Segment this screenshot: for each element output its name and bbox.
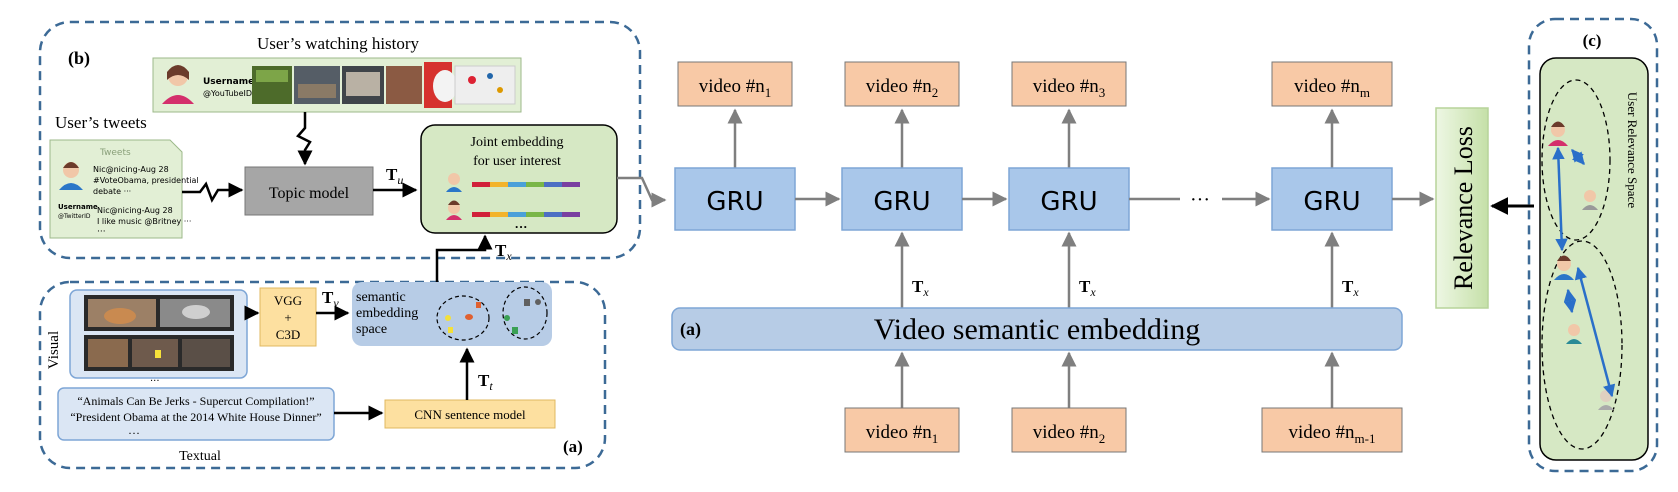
output-video-2-label: video #n2 [866, 76, 938, 100]
gru-ellipsis: ··· [1190, 189, 1210, 211]
tx-label-2: Tx [912, 277, 929, 299]
video-title-1: “Animals Can Be Jerks - Supercut Compila… [77, 394, 314, 408]
user-relevance-space-label: User Relevance Space [1625, 92, 1640, 208]
tx-left-label: Tx [495, 241, 512, 263]
tt-label: Tt [478, 371, 493, 393]
watching-history-strip: Username @YouTubeID [152, 57, 522, 113]
output-video-3-label: video #n3 [1033, 76, 1105, 100]
panel-a-right-label: (a) [680, 319, 701, 340]
topic-model-box [244, 166, 374, 216]
input-video-m-1 [1261, 407, 1403, 453]
tweet1-line2: debate ··· [93, 187, 131, 196]
joint-title-line2: for user interest [473, 154, 561, 169]
relevance-user-icon-1 [1548, 121, 1568, 146]
panel-b: (b) User’s watching history Username @Yo… [38, 20, 642, 260]
vgg-c3d-box [259, 287, 317, 347]
gru-chain: video #n1 video #n2 video #n3 video #nm … [617, 61, 1534, 453]
embedding-bar-1 [472, 182, 580, 187]
panel-c-label: (c) [1583, 31, 1602, 50]
semantic-line3: space [356, 322, 387, 337]
frames-more: ··· [150, 376, 160, 387]
relevance-loss-box [1435, 107, 1489, 309]
input-video-2-label: video #n2 [1033, 422, 1105, 446]
tweets-header: Tweets [99, 148, 131, 158]
tweet-user-icon [59, 162, 83, 190]
visual-label: Visual [46, 331, 62, 369]
panel-a-left-label: (a) [563, 437, 583, 456]
user-icon-male [446, 173, 462, 192]
tx-label-m: Tx [1342, 277, 1359, 299]
tv-label: Tv [322, 288, 339, 310]
tu-label: Tu [386, 165, 403, 187]
joint-more: ··· [514, 219, 527, 234]
video-frames-box: ··· [69, 289, 248, 387]
vgg-line3: C3D [276, 327, 301, 342]
output-video-3 [1011, 61, 1127, 107]
gru-cell-3-label: GRU [1040, 187, 1097, 217]
textual-label: Textual [179, 449, 221, 464]
output-video-m [1271, 61, 1393, 107]
tweets-more: ··· [97, 227, 106, 237]
video-semantic-embedding-label: Video semantic embedding [874, 313, 1200, 346]
tweets-title: User’s tweets [55, 113, 147, 132]
vgg-line2: + [284, 310, 291, 325]
tweet2-line1: I like music @Britney ··· [97, 217, 191, 226]
joint-title-line1: Joint embedding [471, 135, 564, 150]
user-icon-female [446, 200, 462, 220]
panel-c: (c) User Relevance Space [1527, 17, 1659, 473]
tweet1-author: Nic@nicing-Aug 28 [93, 165, 169, 174]
gru-cell-1-label: GRU [706, 187, 763, 217]
gru-cell-m-label: GRU [1303, 187, 1360, 217]
semantic-line2: embedding [356, 306, 418, 321]
embedding-bar-2 [472, 212, 580, 217]
input-video-1-label: video #n1 [866, 422, 938, 446]
watching-history-title: User’s watching history [257, 34, 420, 53]
video-titles-box: “Animals Can Be Jerks - Supercut Compila… [57, 387, 335, 441]
output-video-m-label: video #nm [1294, 76, 1370, 100]
output-video-1 [677, 61, 793, 107]
output-video-2 [844, 61, 960, 107]
input-video-2 [1011, 407, 1127, 453]
topic-model-label: Topic model [269, 185, 350, 202]
gru-cell-2-label: GRU [873, 187, 930, 217]
joint-embedding-box: Joint embedding for user interest [420, 124, 618, 234]
panel-b-label: (b) [68, 48, 90, 69]
vgg-line1: VGG [274, 293, 302, 308]
tweet2-author: Nic@nicing-Aug 28 [97, 206, 173, 215]
semantic-embedding-space: semantic embedding space [352, 282, 552, 346]
relevance-loss-label: Relevance Loss [1449, 126, 1478, 290]
input-video-1 [844, 407, 960, 453]
input-video-m-1-label: video #nm-1 [1289, 422, 1376, 446]
tweets-username: Username [58, 203, 98, 211]
cnn-sentence-box [384, 399, 556, 429]
joint-to-gru-arrow [617, 176, 667, 208]
history-to-topic-arrow [295, 112, 313, 166]
gru-cell-2 [841, 167, 963, 231]
cnn-label: CNN sentence model [414, 407, 526, 422]
tweets-to-topic-arrow [182, 181, 244, 203]
panel-a-left: Visual ··· VGG + C3D Tv semantic embed [38, 234, 607, 470]
semantic-to-joint-arrow [435, 234, 493, 282]
relevance-user-icon-3 [1554, 255, 1574, 280]
semantic-line1: semantic [356, 290, 406, 305]
watched-video-thumbnails [252, 62, 516, 108]
tweet1-line1: #VoteObama, presidential [93, 176, 199, 185]
video-semantic-embedding-bar [671, 307, 1403, 351]
video-title-2: “President Obama at the 2014 White House… [70, 410, 321, 424]
titles-more: ··· [128, 426, 140, 440]
relevance-user-icon-2 [1582, 190, 1598, 210]
tweets-card: Tweets Nic@nicing-Aug 28 #VoteObama, pre… [49, 139, 199, 239]
history-username: Username [203, 77, 254, 87]
history-userid: @YouTubeID [203, 89, 252, 98]
tx-label-3: Tx [1079, 277, 1096, 299]
user-avatar-icon [162, 65, 194, 104]
output-video-1-label: video #n1 [699, 76, 771, 100]
tweets-userid: @TwitterID [58, 213, 91, 220]
gru-cell-3 [1008, 167, 1130, 231]
